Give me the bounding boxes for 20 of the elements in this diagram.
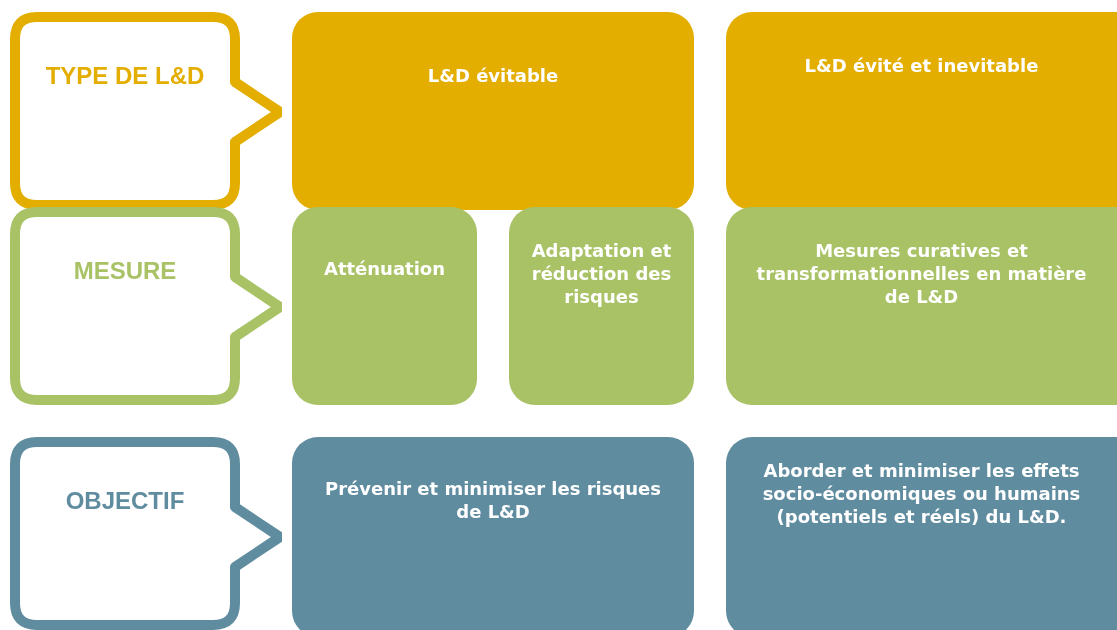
- category-card: [292, 12, 694, 210]
- card-text: L&D évitable: [427, 65, 559, 86]
- row-heading: TYPE DE L&D: [44, 62, 206, 90]
- category-card: [726, 437, 1117, 630]
- card-text: Mesures curatives et transformationnelles en matière de L&D: [756, 240, 1087, 307]
- category-card: [292, 437, 694, 630]
- category-card: [292, 207, 477, 405]
- category-card: [509, 207, 694, 405]
- row-heading: MESURE: [72, 257, 178, 285]
- category-card: [726, 12, 1117, 210]
- callout-box: [10, 12, 282, 210]
- card-text: Adaptation et réduction des risques: [531, 240, 672, 307]
- card-text: L&D évité et inevitable: [804, 55, 1039, 76]
- card-text: Prévenir et minimiser les risques de L&D: [324, 478, 662, 522]
- card-text: Atténuation: [323, 258, 446, 279]
- callout-box: [10, 207, 282, 405]
- category-card: [726, 207, 1117, 405]
- callout-box: [10, 437, 282, 630]
- row-heading: OBJECTIF: [64, 487, 186, 515]
- card-text: Aborder et minimiser les effets socio-économiques ou humains (potentiels et réels) du L&D.: [762, 460, 1081, 527]
